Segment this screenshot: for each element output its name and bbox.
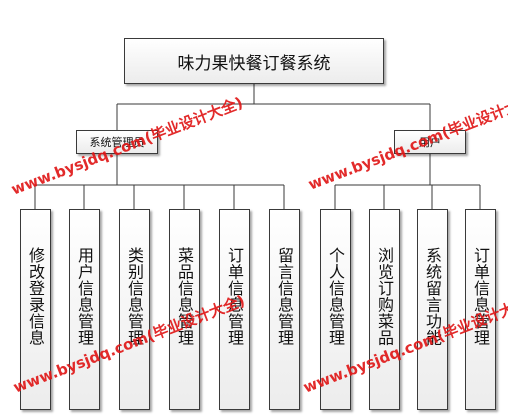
role-node-admin: 系统管理员 bbox=[76, 130, 158, 154]
root-label: 味力果快餐订餐系统 bbox=[177, 53, 331, 74]
module-label: 浏览订购菜品 bbox=[375, 247, 394, 346]
module-label: 系统留言功能 bbox=[423, 247, 442, 346]
module-label: 留言信息管理 bbox=[275, 247, 294, 346]
module-node-admin-2: 用户信息管理 bbox=[69, 209, 100, 410]
root-node: 味力果快餐订餐系统 bbox=[124, 38, 384, 84]
module-node-user-2: 浏览订购菜品 bbox=[369, 209, 400, 410]
module-label: 订单信息管理 bbox=[471, 247, 490, 346]
module-label: 订单信息管理 bbox=[225, 247, 244, 346]
module-label: 类别信息管理 bbox=[125, 247, 144, 346]
module-node-admin-5: 订单信息管理 bbox=[219, 209, 250, 410]
module-node-admin-1: 修改登录信息 bbox=[20, 209, 51, 410]
role-node-user: 用户 bbox=[394, 130, 466, 154]
module-label: 菜品信息管理 bbox=[175, 247, 194, 346]
module-label: 用户信息管理 bbox=[75, 247, 94, 346]
role-label-admin: 系统管理员 bbox=[89, 136, 145, 149]
module-node-user-3: 系统留言功能 bbox=[417, 209, 448, 410]
module-node-admin-4: 菜品信息管理 bbox=[169, 209, 200, 410]
module-label: 修改登录信息 bbox=[26, 247, 45, 346]
role-label-user: 用户 bbox=[419, 136, 441, 149]
module-node-admin-3: 类别信息管理 bbox=[119, 209, 150, 410]
module-node-user-1: 个人信息管理 bbox=[320, 209, 351, 410]
module-node-admin-6: 留言信息管理 bbox=[269, 209, 300, 410]
module-node-user-4: 订单信息管理 bbox=[465, 209, 496, 410]
module-label: 个人信息管理 bbox=[326, 247, 345, 346]
